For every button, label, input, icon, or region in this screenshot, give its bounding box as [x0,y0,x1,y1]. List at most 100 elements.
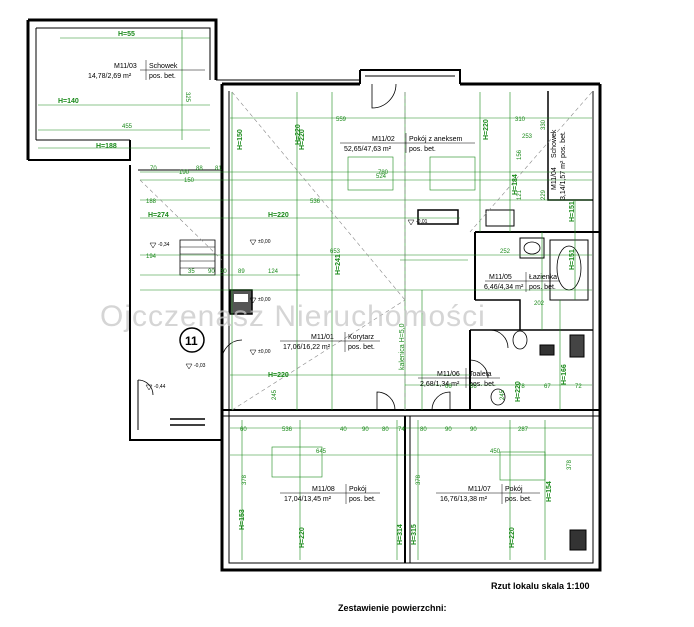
height-label: H=315 [411,524,418,545]
dimension-value: 190 [179,170,190,176]
room-number: M11/05 [489,274,512,281]
height-labels: H=55 H=140 H=188 H=150 H=220 H=220 H=274… [58,31,576,548]
dimension-value: 66 [445,384,452,390]
room-label-pokoj-z-aneksem: M11/02 Pokój z aneksem 52,65/47,63 m² po… [340,133,475,153]
room-area: 17,04/13,45 m² [284,496,332,503]
dimension-value: 287 [518,427,529,433]
room-label-pokoj-08: M11/08 Pokój 17,04/13,45 m² pos. bet. [280,484,380,504]
room-number: M11/03 [114,63,137,70]
dimension-value: 378 [567,459,573,470]
room-number: M11/01 [311,334,334,341]
room-number: M11/06 [437,371,460,378]
height-label: H=188 [96,143,117,150]
room-number: M11/08 [312,486,335,493]
room-label-pokoj-07: M11/07 Pokój 16,76/13,38 m² pos. bet. [436,484,540,504]
room-finish: pos. bet. [349,496,376,503]
dimension-numbers: 455 325 559 310 524 780 253 536 194 188 … [122,92,582,485]
dimension-value: 450 [490,449,501,455]
dimension-value: 194 [146,254,157,260]
height-label: H=241 [335,254,342,275]
height-label: H=184 [512,174,519,195]
dimension-value: 80 [382,427,389,433]
room-name: Pokój z aneksem [409,136,462,143]
room-area: 14,78/2,69 m² [88,73,132,80]
height-label: H=220 [509,527,516,548]
room-labels: M11/03 Schowek 14,78/2,69 m² pos. bet. M… [88,60,567,504]
summary-title: Zestawienie powierzchni: [338,603,447,613]
dimension-value: 245 [500,389,506,400]
dimension-value: 536 [310,199,321,205]
room-label-schowek-03: M11/03 Schowek 14,78/2,69 m² pos. bet. [88,60,205,80]
level-markers: -0,34 ±0,00 ±0,00 -0,03 -0,44 ±0,00 -0,0… [145,219,428,391]
walls [26,18,602,572]
unit-number-badge: 11 [179,327,205,353]
dimension-value: 66 [470,384,477,390]
room-number: M11/04 [551,167,558,190]
dimension-value: 245 [272,389,278,400]
height-label: H=220 [299,129,306,150]
height-label: H=274 [148,212,169,219]
room-name: Korytarz [348,334,375,341]
room-area: 17,06/16,22 m² [283,344,331,351]
room-name: Schowek [551,129,558,158]
room-name: Pokój [349,486,367,493]
dimension-value: 559 [336,117,347,123]
room-name: Schowek [149,63,178,70]
dimension-value: 90 [470,427,477,433]
dimension-value: 645 [316,449,327,455]
room-label-schowek-04: M11/04 Schowek 3,14/1,57 m² pos. bet. [551,129,567,200]
dimension-value: 150 [184,178,195,184]
dimension-value: 229 [541,189,547,200]
dimension-value: 252 [500,249,511,255]
dimension-value: 70 [150,166,157,172]
dimension-value: 60 [240,427,247,433]
room-finish: pos. bet. [529,284,556,291]
scale-caption: Rzut lokalu skala 1:100 [491,581,590,591]
dimension-value: 35 [188,269,195,275]
dimension-value: 74 [398,427,405,433]
dimension-lines [38,30,592,560]
room-finish: pos. bet. [560,131,567,158]
height-label: H=314 [397,524,404,545]
dimension-value: 90 [208,269,215,275]
dimension-value: 330 [541,119,547,130]
room-number: M11/07 [468,486,491,493]
dimension-value: 80 [420,427,427,433]
dimension-value: 124 [268,269,279,275]
height-label: H=140 [58,98,79,105]
dimension-value: 653 [330,249,341,255]
dimension-value: 202 [534,301,545,307]
level-value: -0,34 [158,242,170,248]
dimension-value: 81 [215,166,222,172]
height-label: H=220 [515,381,522,402]
room-name: Pokój [505,486,523,493]
roof-lines [139,91,593,411]
dimension-value: 89 [238,269,245,275]
dimension-value: 121 [517,189,523,200]
dimension-value: 536 [282,427,293,433]
room-finish: pos. bet. [149,73,176,80]
room-finish: pos. bet. [469,381,496,388]
watermark: Ojcczenasz Nieruchomości [100,300,486,333]
room-number: M11/02 [372,136,395,143]
room-name: Toaleta [469,371,492,378]
dimension-value: 67 [544,384,551,390]
dimension-value: 310 [515,117,526,123]
level-value: ±0,00 [258,297,271,303]
dimension-value: 253 [522,134,533,140]
height-label: H=220 [268,372,289,379]
dimension-value: 90 [362,427,369,433]
level-value: -0,01 [416,219,428,225]
height-label: H=55 [118,31,135,38]
room-finish: pos. bet. [409,146,436,153]
room-area: 52,65/47,63 m² [344,146,392,153]
kitchenette-label: kalenica H=5,0 [399,323,406,370]
height-label: H=150 [237,129,244,150]
level-value: ±0,00 [258,239,271,245]
height-label: H=151 [569,249,576,270]
room-area: 2,68/1,34 m² [420,381,460,388]
room-finish: pos. bet. [348,344,375,351]
height-label: H=154 [546,481,553,502]
dimension-value: 325 [184,92,190,103]
dimension-value: 524 [376,174,387,180]
